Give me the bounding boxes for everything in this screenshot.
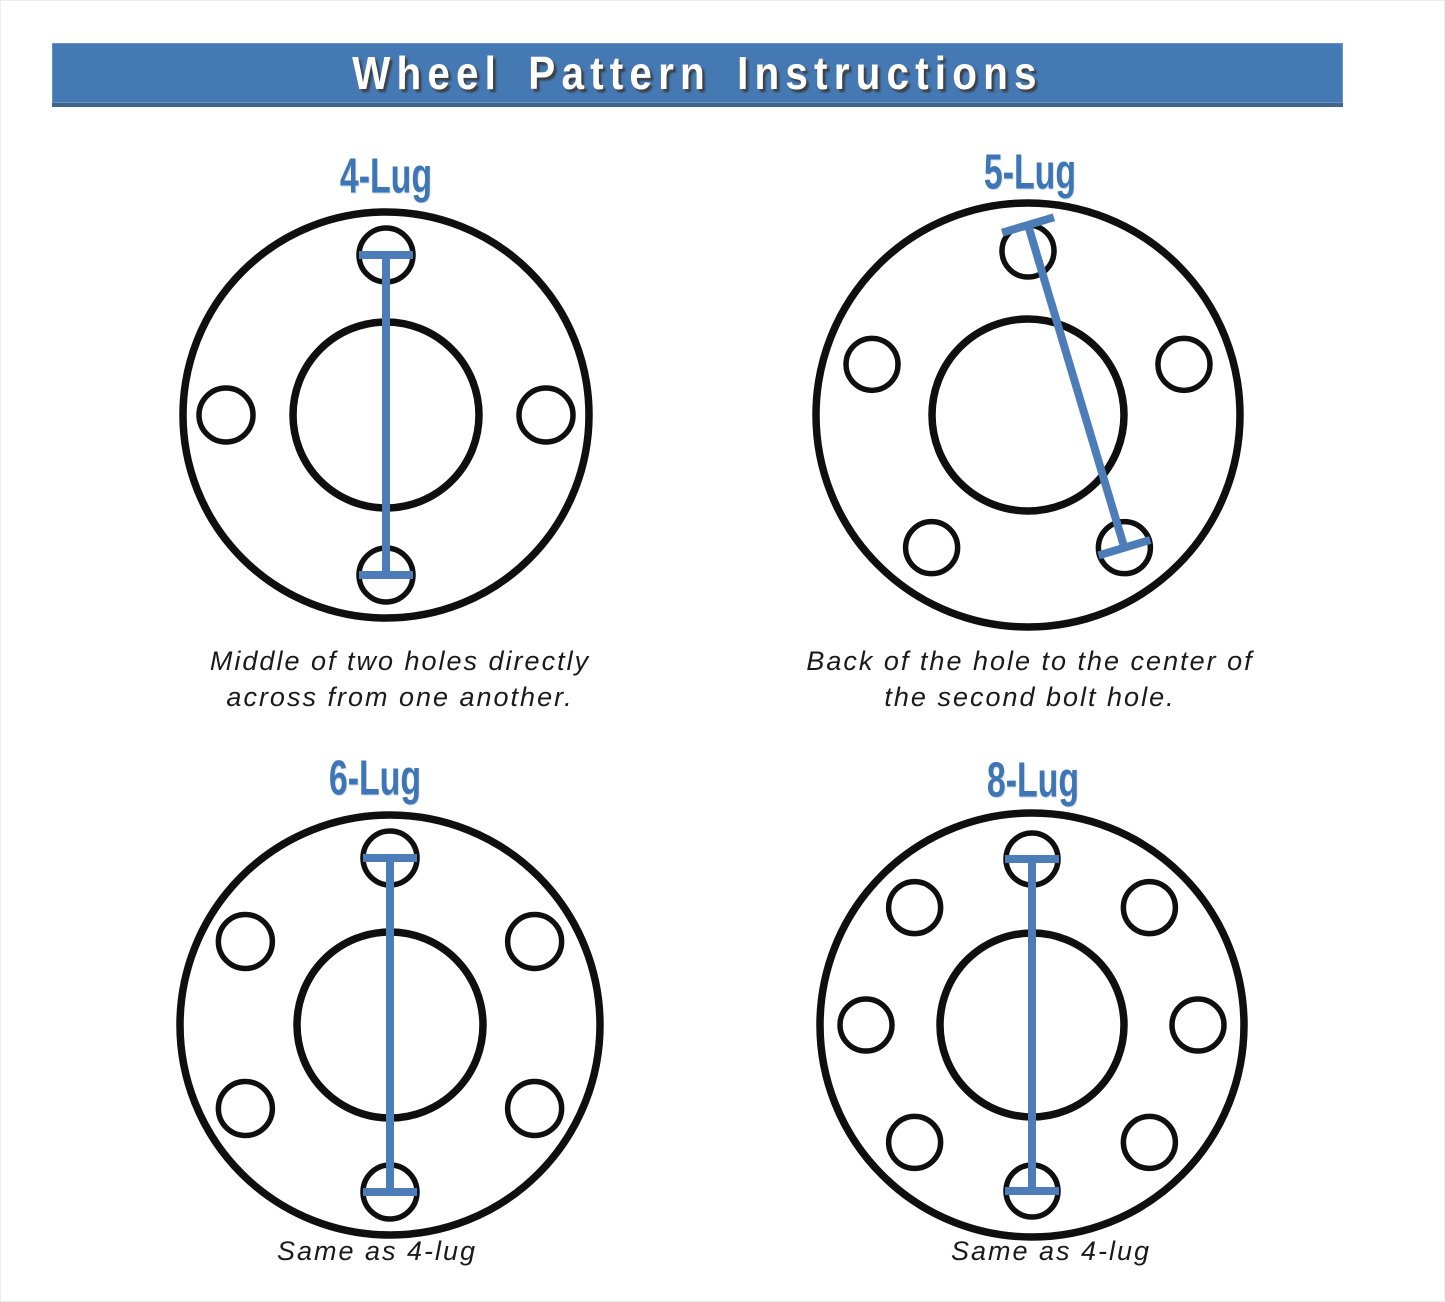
bolt-hole [196, 385, 256, 445]
measurement-line [1024, 223, 1129, 549]
bolt-hole [843, 335, 901, 394]
bolt-hole [1095, 518, 1154, 577]
bolt-hole [1169, 996, 1227, 1054]
caption-line: Back of the hole to the center of [806, 646, 1254, 676]
bolt-hole [504, 911, 565, 972]
caption-line: across from one another. [226, 682, 574, 712]
caption-line: Same as 4-lug [276, 1236, 478, 1266]
lug-label-8: 8-Lug [986, 751, 1080, 808]
bolt-hole [1155, 335, 1213, 394]
bolt-hole [885, 1113, 944, 1172]
wheel-diagram-5-lug [812, 199, 1244, 631]
outer-rim-circle [812, 199, 1244, 631]
wheel-diagram-6-lug [176, 811, 604, 1239]
bolt-hole [215, 1078, 276, 1139]
bolt-hole [504, 1078, 565, 1139]
bolt-hole [516, 385, 576, 445]
caption-line: Middle of two holes directly [209, 646, 591, 676]
wheel-diagram-4-lug [179, 208, 593, 622]
page-title: Wheel Pattern Instructions [352, 47, 1043, 99]
caption-8-lug: Same as 4-lug [851, 1233, 1251, 1269]
outer-rim-circle [816, 809, 1248, 1241]
caption-5-lug: Back of the hole to the center of the se… [730, 643, 1330, 715]
measurement-end-cap [1000, 213, 1056, 237]
bolt-hole [885, 878, 944, 937]
caption-4-lug: Middle of two holes directly across from… [110, 643, 690, 715]
hub-bore-circle [928, 315, 1128, 515]
caption-6-lug: Same as 4-lug [177, 1233, 577, 1269]
caption-line: Same as 4-lug [950, 1236, 1152, 1266]
outer-rim-circle [179, 208, 593, 622]
bolt-hole [837, 996, 895, 1054]
measurement-end-cap [1097, 536, 1152, 560]
bolt-hole [1120, 878, 1179, 937]
lug-label-5: 5-Lug [983, 143, 1077, 200]
caption-line: the second bolt hole. [884, 682, 1176, 712]
wheel-diagram-8-lug [816, 809, 1248, 1241]
bolt-hole [215, 911, 276, 972]
title-banner: Wheel Pattern Instructions [52, 43, 1343, 107]
bolt-hole [902, 518, 961, 577]
lug-label-4: 4-Lug [339, 147, 433, 204]
lug-label-6: 6-Lug [328, 749, 422, 806]
bolt-hole [1120, 1113, 1179, 1172]
outer-rim-circle [176, 811, 604, 1239]
